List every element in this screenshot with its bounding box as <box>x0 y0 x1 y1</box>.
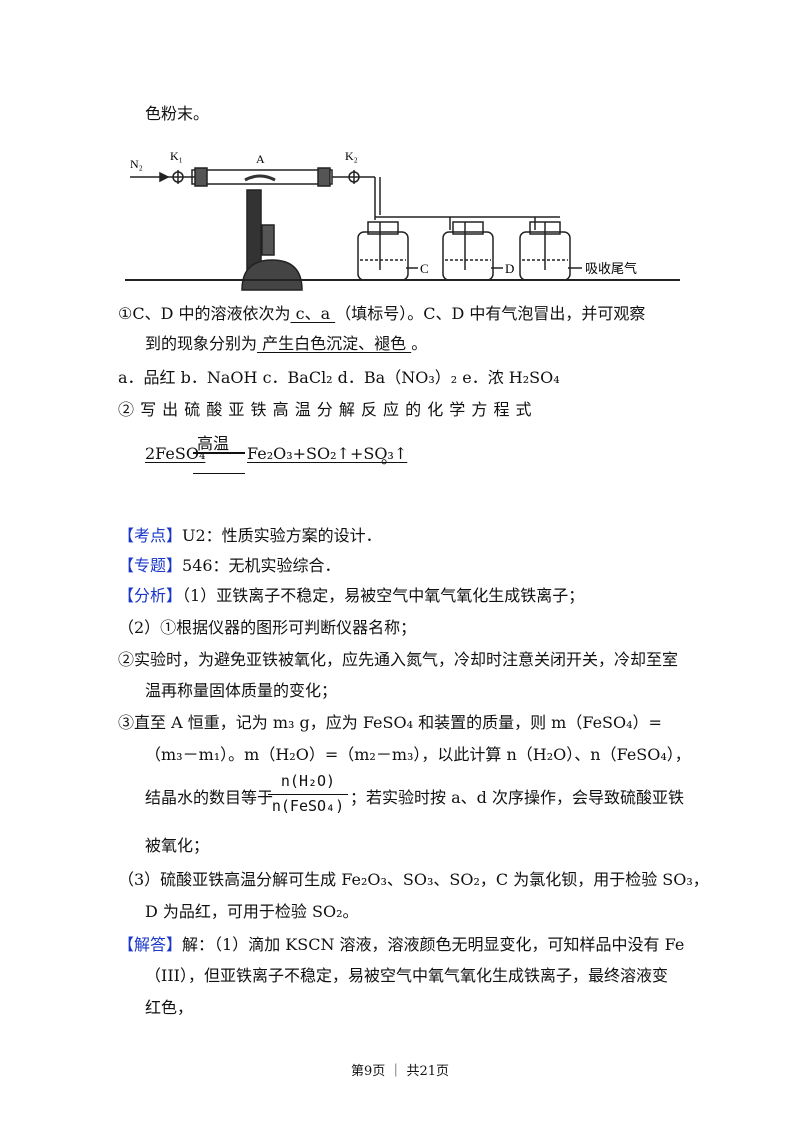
q1-answer1: c、a <box>290 304 336 323</box>
zhuanti-line: 【专题】546：无机实验综合． <box>118 556 341 576</box>
q1-line2-prefix: 到的现象分别为 <box>145 334 258 353</box>
diagram-label-d: D <box>505 261 514 276</box>
jieda-line: 【解答】解：（1）滴加 KSCN 溶液，溶液颜色无明显变化，可知样品中没有 Fe <box>118 935 684 955</box>
page-footer: 第9页 ｜ 共21页 <box>350 1064 450 1079</box>
diagram-label-n2: N₂ <box>130 157 143 171</box>
analysis-3-line2: 温再称量固体质量的变化； <box>145 681 338 700</box>
diagram-label-c: C <box>420 261 429 276</box>
q1-answer2: 产生白色沉淀、褪色 <box>257 334 412 353</box>
fenxi-text: （1）亚铁离子不稳定，易被空气中氧气氧化生成铁离子； <box>182 586 585 605</box>
diagram-label-k1: K₁ <box>170 149 183 163</box>
jieda-line2: （III），但亚铁离子不稳定，易被空气中氧气氧化生成铁离子，最终溶液变 <box>145 966 668 985</box>
apparatus-diagram: N₂ K₁ A K₂ C D 吸收尾气 <box>125 149 680 291</box>
analysis-4-line3-prefix: 结晶水的数目等于 <box>145 788 274 807</box>
fenxi-line: 【分析】（1）亚铁离子不稳定，易被空气中氧气氧化生成铁离子； <box>118 586 584 606</box>
zhuanti-tag: 【专题】 <box>118 556 183 575</box>
fraction-bar <box>268 794 348 795</box>
fraction: n(H₂O) n(FeSO₄) <box>268 772 348 818</box>
jieda-line3: 红色， <box>145 998 194 1017</box>
top-line: 色粉末。 <box>145 104 210 123</box>
equation-lhs: 2FeSO₄ <box>145 444 206 463</box>
q1-line1: ①C、D 中的溶液依次为 c、a （填标号）。C、D 中有气泡冒出，并可观察 <box>118 304 645 324</box>
kaodian-line: 【考点】U2：性质实验方案的设计． <box>118 526 382 546</box>
analysis-4-line2: （m₃－m₁）。m（H₂O）=（m₂－m₃），以此计算 n（H₂O）、n（FeS… <box>145 745 691 764</box>
fenxi-tag: 【分析】 <box>118 586 183 605</box>
analysis-4-line3-suffix: ；若实验时按 a、d 次序操作，会导致硫酸亚铁 <box>350 788 684 807</box>
analysis-5-line2: D 为品红，可用于检验 SO₂。 <box>145 902 359 921</box>
q1-line2-suffix: 。 <box>411 334 428 353</box>
analysis-4-line1: ③直至 A 恒重，记为 m₃ g，应为 FeSO₄ 和装置的质量，则 m（FeS… <box>118 713 662 732</box>
analysis-4-line4: 被氧化； <box>145 836 210 855</box>
diagram-label-tail: 吸收尾气 <box>585 261 637 276</box>
fraction-denominator: n(FeSO₄) <box>271 797 345 815</box>
zhuanti-text: 546：无机实验综合． <box>182 556 341 575</box>
analysis-5-line1: （3）硫酸亚铁高温分解可生成 Fe₂O₃、SO₃、SO₂，C 为氯化钡，用于检验… <box>118 870 709 889</box>
equation-condition: 高温 <box>197 434 230 453</box>
kaodian-text: U2：性质实验方案的设计． <box>182 526 382 545</box>
jieda-text: 解：（1）滴加 KSCN 溶液，溶液颜色无明显变化，可知样品中没有 Fe <box>182 935 685 954</box>
analysis-2: （2）①根据仪器的图形可判断仪器名称； <box>118 618 417 637</box>
diagram-label-k2: K₂ <box>345 149 358 163</box>
equation-end: 。 <box>381 448 398 467</box>
diagram-label-a: A <box>256 152 265 166</box>
equation-arrow <box>193 452 245 454</box>
equation: 2FeSO₄ 高温 Fe₂O₃+SO₂↑+SO₃↑ 。 <box>145 430 408 480</box>
kaodian-tag: 【考点】 <box>118 526 183 545</box>
options-line: a．品红 b．NaOH c．BaCl₂ d．Ba（NO₃）₂ e．浓 H₂SO₄ <box>118 368 560 387</box>
q2-prompt: ② 写 出 硫 酸 亚 铁 高 温 分 解 反 应 的 化 学 方 程 式 <box>118 400 533 419</box>
analysis-3-line1: ②实验时，为避免亚铁被氧化，应先通入氮气，冷却时注意关闭开关，冷却至室 <box>118 650 679 669</box>
equation-underbar <box>193 473 245 474</box>
equation-rhs: Fe₂O₃+SO₂↑+SO₃↑ <box>247 444 408 463</box>
jieda-tag: 【解答】 <box>118 935 183 954</box>
q1-line2: 到的现象分别为 产生白色沉淀、褪色 。 <box>145 334 427 354</box>
fraction-numerator: n(H₂O) <box>280 772 336 790</box>
q1-middle: （填标号）。C、D 中有气泡冒出，并可观察 <box>335 304 646 323</box>
q1-prefix: ①C、D 中的溶液依次为 <box>118 304 291 323</box>
